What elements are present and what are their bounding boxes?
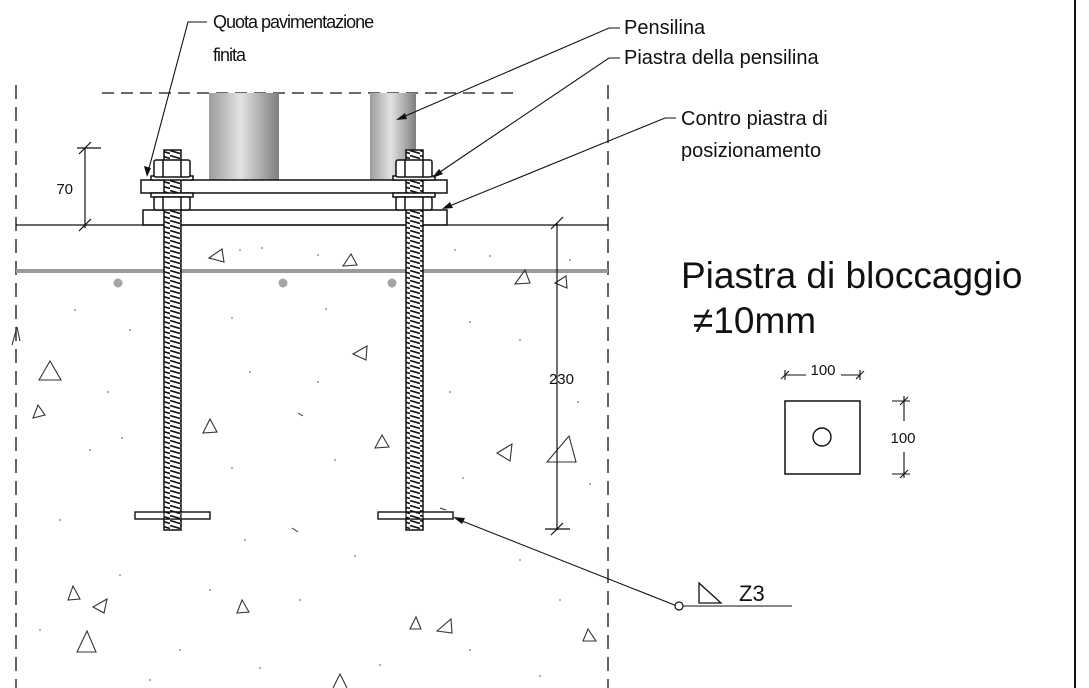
anchor-rod-right-cover	[405, 511, 424, 520]
leader-arrowheads	[144, 113, 465, 524]
leader-pensilina	[402, 27, 620, 118]
dimension-plate-width-label: 100	[810, 362, 835, 379]
fillet-weld-symbol	[698, 581, 723, 604]
dimension-plate-height-label: 100	[890, 430, 915, 447]
concrete-dots	[39, 247, 591, 681]
label-posizionamento: posizionamento	[681, 140, 821, 162]
rebar-dot	[387, 278, 397, 288]
locking-plate-hole	[812, 427, 832, 447]
dimension-70	[77, 141, 101, 232]
dimension-plate-width	[780, 370, 865, 380]
label-contro-piastra: Contro piastra di	[681, 108, 828, 130]
positioning-counter-plate	[142, 209, 448, 226]
title-piastra-di-bloccaggio: Piastra di bloccaggio	[681, 255, 1022, 296]
leader-piastra-pensilina	[436, 57, 620, 175]
dimension-230	[545, 216, 570, 536]
label-pensilina: Pensilina	[624, 17, 706, 39]
leader-quota	[147, 21, 207, 173]
label-quota-pavimentazione: Quota pavimentazione	[213, 12, 374, 32]
rebar-dot	[113, 278, 123, 288]
label-quota-finita: finita	[213, 45, 247, 65]
rebar-dot	[278, 278, 288, 288]
anchor-rod-left	[163, 149, 182, 531]
concrete-ticks	[291, 412, 447, 533]
leader-contro-piastra	[446, 117, 676, 208]
dimension-70-label: 70	[56, 181, 73, 198]
dimension-plate-height	[892, 396, 910, 479]
anchor-rod-right	[405, 149, 424, 531]
weld-label-z3: Z3	[739, 581, 765, 606]
canopy-plate	[140, 179, 448, 194]
leader-weld	[456, 518, 678, 607]
nut-group-right	[392, 159, 436, 211]
concrete-aggregate	[11, 248, 598, 688]
nut-group-left	[150, 159, 194, 211]
canopy-column-left	[209, 93, 279, 180]
anchor-rod-left-cover	[163, 511, 182, 520]
weld-reference-circle	[674, 601, 684, 611]
title-plate-thickness: ≠10mm	[693, 300, 816, 341]
label-piastra-della-pensilina: Piastra della pensilina	[624, 47, 819, 69]
dimension-230-label: 230	[549, 371, 574, 388]
